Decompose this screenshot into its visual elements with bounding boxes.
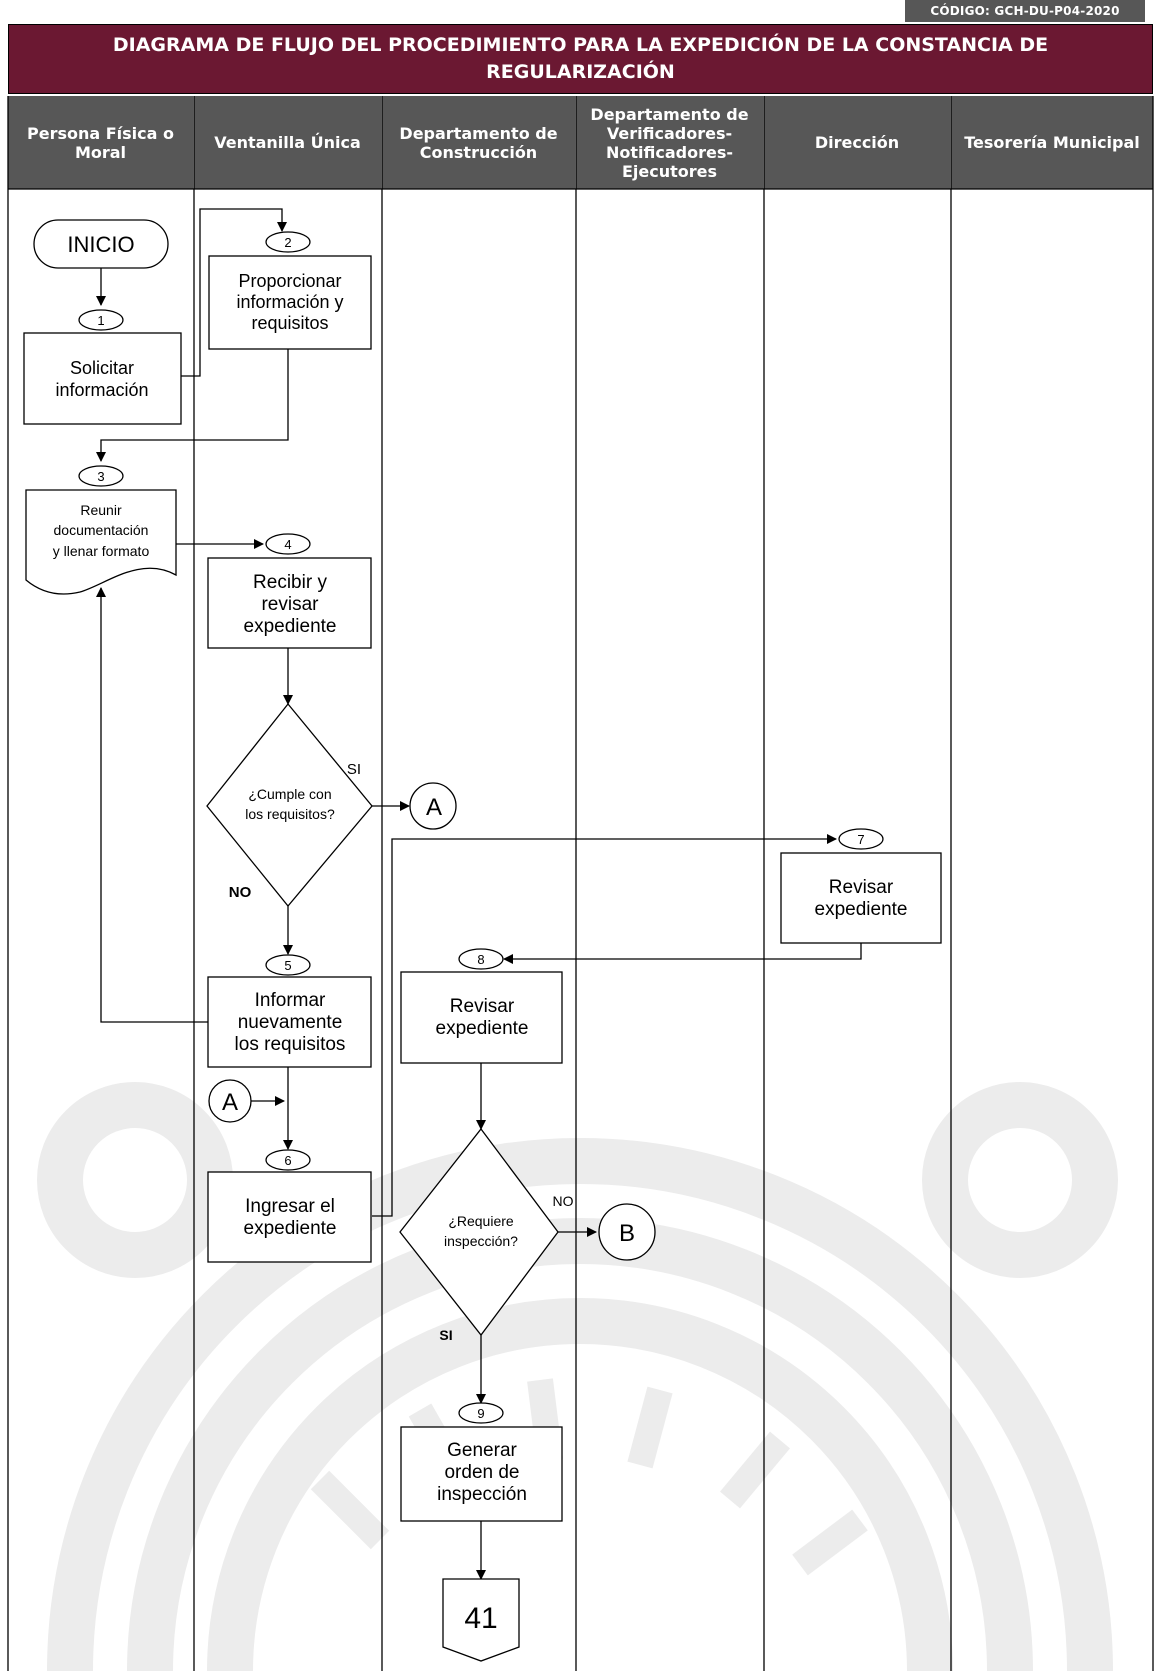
step-number-badge bbox=[458, 1402, 504, 1424]
start-label: INICIO bbox=[67, 232, 134, 257]
process-box-step7 bbox=[780, 852, 942, 944]
lane-header-persona: Persona Física o Moral bbox=[8, 96, 194, 189]
step-text: Ingresar el bbox=[245, 1196, 335, 1217]
step-text: Revisar bbox=[450, 996, 515, 1017]
step-text: nuevamente bbox=[238, 1012, 343, 1033]
lane-header-verificadores: Departamento de Verificadores-Notificado… bbox=[576, 96, 764, 189]
step-text: Recibir y bbox=[253, 572, 327, 593]
step-number: 2 bbox=[284, 235, 291, 250]
document-code: CÓDIGO: GCH-DU-P04-2020 bbox=[905, 0, 1145, 22]
process-box-step2 bbox=[208, 255, 372, 350]
off-page-connector bbox=[442, 1578, 520, 1662]
step-text: orden de bbox=[444, 1462, 519, 1483]
step-text: información bbox=[55, 380, 148, 400]
step-text: expediente bbox=[436, 1018, 529, 1039]
step-text: expediente bbox=[244, 616, 337, 637]
flow-lines bbox=[96, 208, 862, 1580]
step-number-badge bbox=[265, 533, 311, 555]
process-box-step4 bbox=[207, 557, 372, 649]
flow-shapes bbox=[23, 219, 942, 1662]
step-number: 5 bbox=[284, 958, 291, 973]
decision-text: inspección? bbox=[444, 1233, 518, 1249]
lane-grid bbox=[7, 96, 1154, 1671]
step-text: inspección bbox=[437, 1484, 527, 1505]
decision-diamond-2 bbox=[399, 1127, 559, 1337]
page-reference: 41 bbox=[464, 1602, 497, 1635]
step-text: Reunir bbox=[80, 502, 122, 518]
step-number: 1 bbox=[97, 313, 104, 328]
step-text: expediente bbox=[815, 899, 908, 920]
connector-b-circle bbox=[598, 1203, 656, 1261]
no-label: NO bbox=[229, 884, 252, 901]
step-number-badge bbox=[265, 231, 311, 253]
process-box-step1 bbox=[23, 332, 182, 425]
step-number-badge bbox=[265, 954, 311, 976]
step-text: expediente bbox=[244, 1218, 337, 1239]
step-number-badge bbox=[78, 309, 124, 331]
step-text: Revisar bbox=[829, 877, 894, 898]
process-box-step9 bbox=[400, 1426, 563, 1522]
connector-a-circle bbox=[409, 782, 457, 830]
yes-label: SI bbox=[439, 1327, 452, 1343]
start-terminator bbox=[33, 219, 169, 269]
decision-text: los requisitos? bbox=[245, 806, 335, 822]
step-number-badge bbox=[458, 948, 504, 970]
lane-header-construccion: Departamento de Construcción bbox=[382, 96, 576, 189]
step-text: Proporcionar bbox=[238, 271, 341, 291]
step-text: revisar bbox=[261, 594, 319, 615]
step-text: requisitos bbox=[251, 313, 328, 333]
step-text: los requisitos bbox=[235, 1034, 346, 1055]
process-box-step8 bbox=[400, 971, 563, 1064]
connector-label: A bbox=[222, 1089, 238, 1116]
step-text: documentación bbox=[54, 522, 149, 538]
flow-labels: INICIO 1 Solicitar información 2 Proporc… bbox=[53, 232, 908, 1635]
step-number: 4 bbox=[284, 537, 291, 552]
step-text: Informar bbox=[255, 990, 326, 1011]
decision-text: ¿Cumple con bbox=[248, 786, 331, 802]
connector-a-circle bbox=[208, 1079, 252, 1123]
document-box-step3 bbox=[25, 489, 177, 595]
step-number-badge bbox=[265, 1149, 311, 1171]
decision-diamond-1 bbox=[206, 702, 373, 908]
step-number: 3 bbox=[97, 469, 104, 484]
decision-text: ¿Requiere bbox=[448, 1213, 514, 1229]
step-number: 7 bbox=[857, 832, 864, 847]
step-text: información y bbox=[236, 292, 343, 312]
yes-label: SI bbox=[347, 761, 361, 778]
connector-label: B bbox=[619, 1220, 635, 1247]
step-number: 6 bbox=[284, 1153, 291, 1168]
no-label: NO bbox=[553, 1193, 574, 1209]
step-text: y llenar formato bbox=[53, 543, 150, 559]
lane-header-ventanilla: Ventanilla Única bbox=[194, 96, 382, 189]
step-number: 9 bbox=[477, 1406, 484, 1421]
lane-header-direccion: Dirección bbox=[764, 96, 951, 189]
step-text: Solicitar bbox=[70, 358, 134, 378]
step-number-badge bbox=[838, 828, 884, 850]
step-number: 8 bbox=[477, 952, 484, 967]
step-text: Generar bbox=[447, 1440, 517, 1461]
diagram-title: DIAGRAMA DE FLUJO DEL PROCEDIMIENTO PARA… bbox=[8, 24, 1153, 94]
process-box-step6 bbox=[207, 1171, 372, 1263]
connector-label: A bbox=[426, 794, 442, 821]
process-box-step5 bbox=[207, 976, 372, 1068]
step-number-badge bbox=[78, 465, 124, 487]
lane-header-tesoreria: Tesorería Municipal bbox=[951, 96, 1153, 189]
